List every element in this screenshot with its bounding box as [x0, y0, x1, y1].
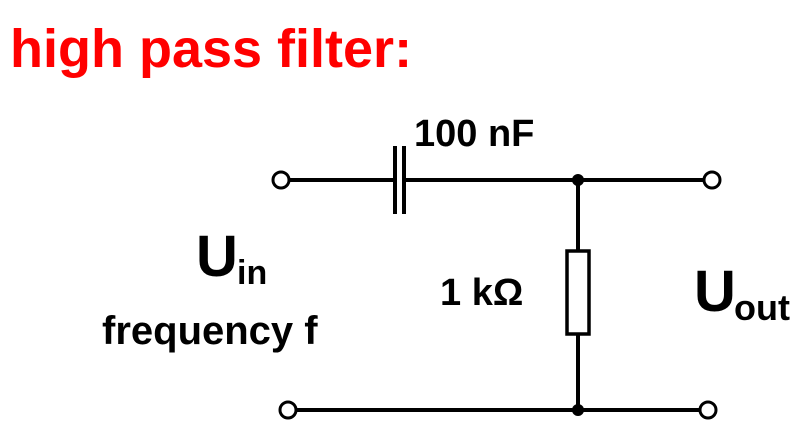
output-voltage-subscript: out [734, 287, 790, 328]
resistor-label: 1 kΩ [440, 272, 523, 314]
junction-top [572, 174, 584, 186]
capacitor-label: 100 nF [414, 113, 534, 155]
output-terminal-bottom [698, 400, 718, 420]
input-terminal-top [271, 170, 291, 190]
resistor-symbol [565, 249, 591, 336]
junction-bottom [572, 404, 584, 416]
diagram-title: high pass filter: [10, 19, 412, 79]
input-voltage-label: U in [196, 224, 267, 292]
input-frequency-caption: frequency f [102, 309, 318, 353]
input-terminal-bottom [278, 400, 298, 420]
capacitor-symbol [393, 146, 406, 214]
input-voltage-subscript: in [237, 254, 267, 292]
output-voltage-label: U out [694, 259, 790, 328]
output-voltage-symbol: U [694, 259, 736, 324]
input-voltage-symbol: U [196, 224, 238, 289]
output-terminal-top [702, 170, 722, 190]
